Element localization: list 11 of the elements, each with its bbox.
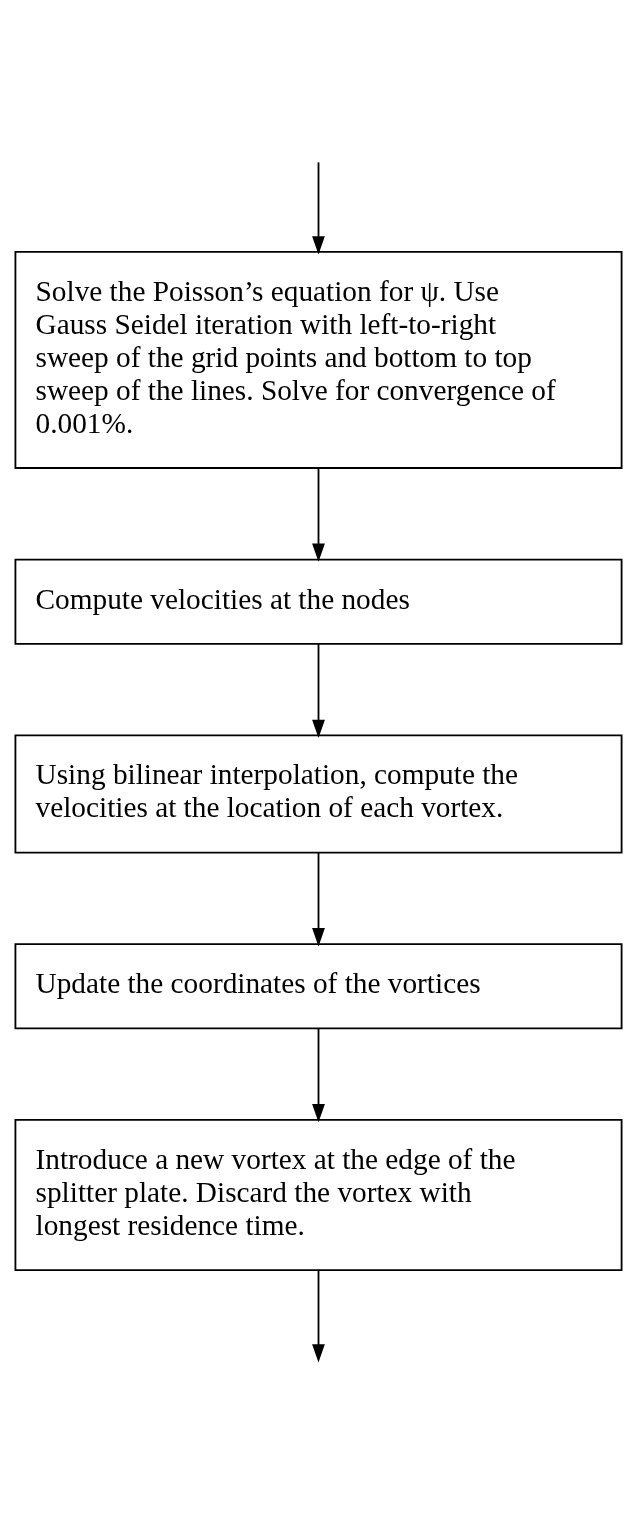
arrow [312,643,325,739]
arrow [312,1027,325,1123]
node-box: Compute velocities at the nodes [14,558,623,645]
arrow [312,1269,325,1363]
node-box: Update the coordinates of the vortices [14,943,623,1030]
node-box: Introduce a new vortex at the edge of the splitter plate. Discard the vortex with longest residence time. [14,1119,623,1272]
arrow [312,467,325,562]
node-box: Using bilinear interpolation, compute the velocities at the location of each vortex. [14,734,623,854]
arrow [312,852,325,947]
arrow [312,161,325,255]
node-box: Solve the Poisson’s equation for ψ. Use Gauss Seidel iteration with left-to-right sweep of the grid points and bottom to top sweep of the lines. Solve for convergence of 0.001%. [14,250,623,469]
